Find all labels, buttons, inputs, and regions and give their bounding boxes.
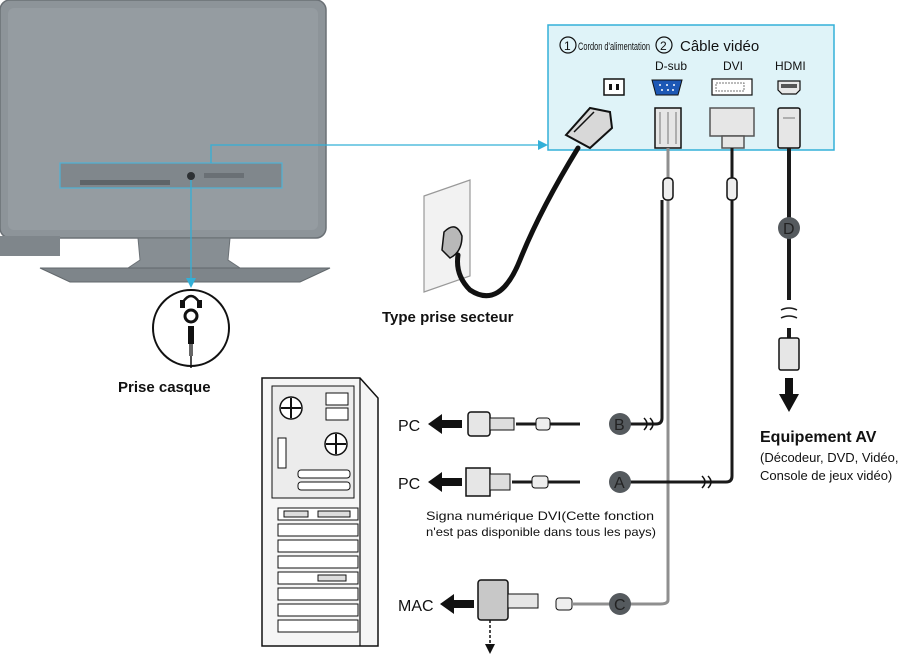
headphone-pointer	[186, 180, 196, 288]
svg-text:A: A	[614, 475, 625, 492]
pc2-label: PC	[398, 476, 420, 493]
av-equipment-line-2: Console de jeux vidéo)	[760, 468, 892, 483]
dsub-pc-cable	[516, 200, 664, 426]
badge-c: C	[609, 593, 631, 615]
av-arrow-icon	[779, 378, 799, 412]
fan-icon	[279, 396, 303, 420]
av-equipment-title: Equipement AV	[760, 429, 877, 446]
svg-text:B: B	[614, 417, 625, 434]
dsub-port-icon	[651, 79, 683, 96]
headphone-jack-detail	[152, 289, 230, 368]
wall-outlet	[423, 179, 471, 293]
pc1-arrow-icon	[428, 414, 462, 434]
dvi-port-icon	[711, 78, 753, 96]
video-cable-label: Câble vidéo	[680, 38, 759, 55]
dsub-label: D-sub	[655, 59, 687, 73]
hdmi-cable	[778, 148, 800, 412]
power-plug-icon	[564, 106, 614, 150]
monitor-rear	[0, 0, 331, 283]
pc1-vga-connector	[467, 411, 551, 437]
badge-a: A	[609, 471, 631, 493]
hdmi-plug-icon	[777, 107, 801, 149]
dvi-plug-icon	[709, 107, 755, 149]
headphone-label: Prise casque	[118, 379, 211, 396]
cable-break-marks	[643, 417, 712, 489]
dvi-note-line-2: n'est pas disponible dans tous les pays)	[426, 525, 656, 539]
svg-text:C: C	[614, 597, 626, 614]
hdmi-label: HDMI	[775, 59, 806, 73]
power-cord-label: Cordon d'alimentation	[578, 41, 650, 53]
svg-text:D: D	[783, 221, 795, 238]
power-port-icon	[603, 78, 625, 96]
dsub-cable	[624, 148, 674, 606]
pc1-label: PC	[398, 418, 420, 435]
mac-adapter-connector	[477, 579, 624, 654]
power-cable	[455, 145, 581, 299]
power-number: 1	[564, 39, 571, 53]
fan-icon-2	[324, 432, 348, 456]
connector-panel: 1 Cordon d'alimentation 2 Câble vidéo D-…	[547, 24, 835, 151]
badge-b: B	[609, 413, 631, 435]
dvi-cable	[512, 148, 738, 484]
outlet-label: Type prise secteur	[382, 309, 514, 326]
pc2-arrow-icon	[428, 472, 462, 492]
pc2-dvi-connector	[465, 467, 549, 497]
dvi-note-line-1: Signa numérique DVI(Cette fonction	[426, 509, 654, 523]
pc-tower	[261, 377, 379, 647]
headphone-icon	[180, 294, 202, 308]
dvi-label: DVI	[723, 59, 743, 73]
mac-arrow-icon	[440, 594, 474, 614]
video-number: 2	[660, 39, 667, 53]
dsub-plug-icon	[654, 107, 682, 149]
mac-label: MAC	[398, 598, 434, 615]
badge-d: D	[778, 217, 800, 239]
monitor-to-panel-pointer	[210, 140, 548, 163]
av-equipment-line-1: (Décodeur, DVD, Vidéo,	[760, 450, 898, 465]
hdmi-port-icon	[777, 80, 801, 95]
